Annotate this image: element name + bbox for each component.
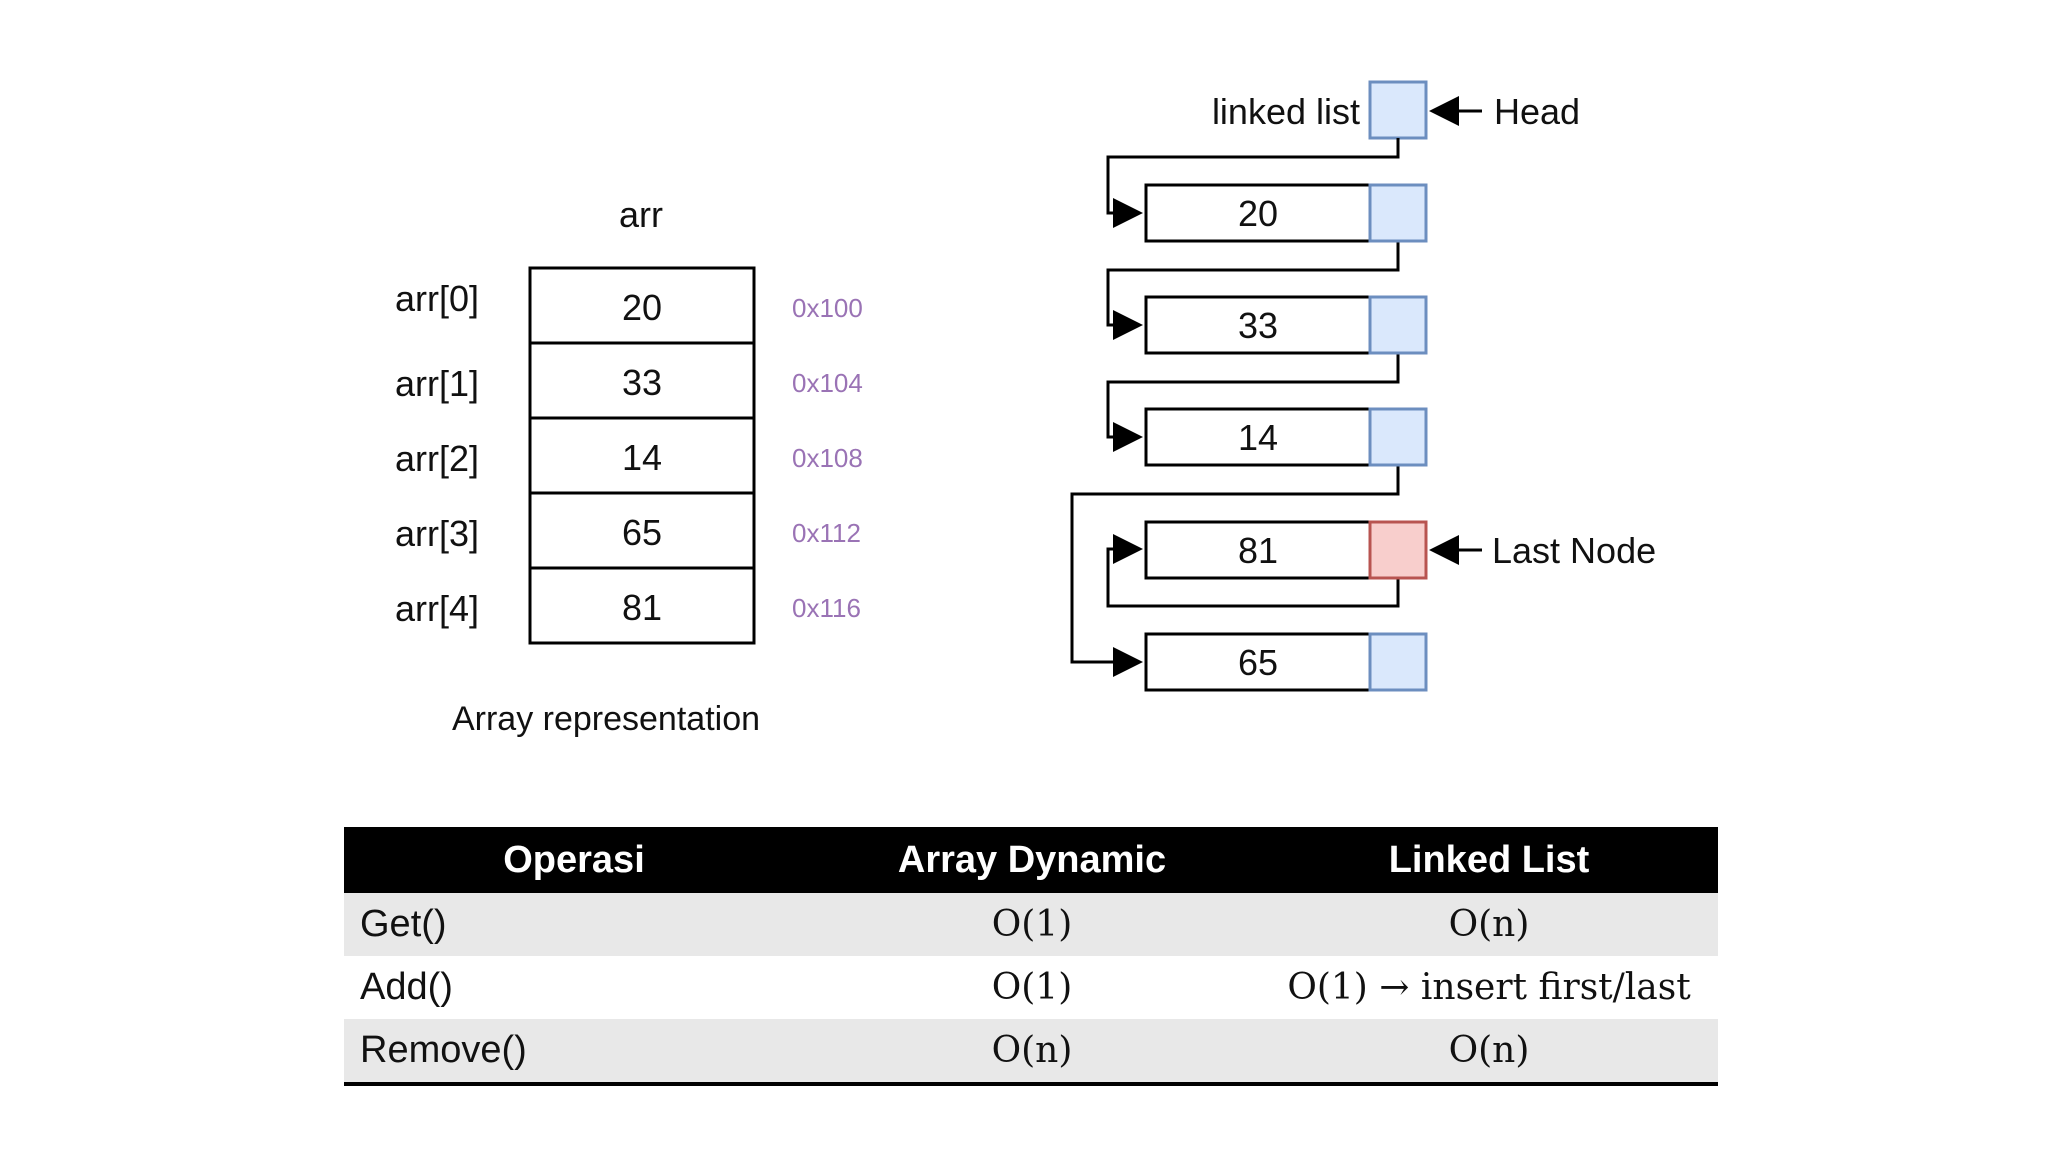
node-value: 20	[1238, 193, 1278, 234]
linked-node-2: 14	[1144, 407, 1428, 467]
node-value: 14	[1238, 417, 1278, 458]
cell-operation: Add()	[344, 956, 804, 1019]
table-row: Remove() O(n) O(n)	[344, 1019, 1718, 1086]
linked-node-0: 20	[1144, 183, 1428, 243]
linked-node-3: 81	[1144, 520, 1428, 580]
table-row: Get() O(1) O(n)	[344, 893, 1718, 956]
array-cell-value: 14	[622, 437, 662, 478]
array-address: 0x100	[792, 293, 863, 323]
cell-operation: Get()	[344, 893, 804, 956]
array-title: arr	[619, 194, 663, 235]
head-label: Head	[1494, 91, 1580, 132]
array-diagram: arr 20 arr[0] 0x100 33 arr[1] 0x104 14 a…	[395, 194, 863, 738]
array-cell-4: 81 arr[4] 0x116	[395, 566, 861, 645]
node-value: 81	[1238, 530, 1278, 571]
array-cell-value: 81	[622, 587, 662, 628]
header-linked-list: Linked List	[1260, 827, 1718, 893]
array-cell-value: 33	[622, 362, 662, 403]
array-address: 0x112	[792, 518, 861, 548]
header-operasi: Operasi	[344, 827, 804, 893]
cell-operation: Remove()	[344, 1019, 804, 1086]
array-cell-3: 65 arr[3] 0x112	[395, 491, 861, 570]
array-cell-0: 20 arr[0] 0x100	[395, 266, 863, 345]
linked-list-title: linked list	[1212, 91, 1360, 132]
last-pointer-box	[1368, 520, 1428, 580]
cell-array-complexity: O(1)	[804, 893, 1260, 956]
header-array-dynamic: Array Dynamic	[804, 827, 1260, 893]
node-value: 33	[1238, 305, 1278, 346]
cell-linked-complexity: O(n)	[1260, 1019, 1718, 1086]
array-cell-value: 20	[622, 287, 662, 328]
table-header-row: Operasi Array Dynamic Linked List	[344, 827, 1718, 893]
node-value: 65	[1238, 642, 1278, 683]
next-pointer-box	[1368, 183, 1428, 243]
array-address: 0x104	[792, 368, 863, 398]
array-cell-1: 33 arr[1] 0x104	[395, 341, 863, 420]
last-node-label: Last Node	[1492, 530, 1656, 571]
diagram-canvas: arr 20 arr[0] 0x100 33 arr[1] 0x104 14 a…	[395, 80, 1656, 738]
array-cell-value: 65	[622, 512, 662, 553]
head-pointer-box	[1368, 80, 1428, 140]
node-connectors	[1070, 138, 1400, 677]
cell-array-complexity: O(n)	[804, 1019, 1260, 1086]
cell-linked-complexity: O(n)	[1260, 893, 1718, 956]
next-pointer-box	[1368, 295, 1428, 355]
cell-array-complexity: O(1)	[804, 956, 1260, 1019]
linked-node-4: 65	[1144, 632, 1428, 692]
array-index-label: arr[0]	[395, 278, 479, 319]
array-caption: Array representation	[452, 700, 760, 738]
array-index-label: arr[2]	[395, 438, 479, 479]
next-pointer-box	[1368, 632, 1428, 692]
array-index-label: arr[1]	[395, 363, 479, 404]
next-pointer-box	[1368, 407, 1428, 467]
array-index-label: arr[3]	[395, 513, 479, 554]
linked-node-1: 33	[1144, 295, 1428, 355]
array-address: 0x116	[792, 593, 861, 623]
table-row: Add() O(1) O(1) → insert first/last	[344, 956, 1718, 1019]
linked-list-diagram: linked list Head 20 33	[1070, 80, 1656, 692]
array-address: 0x108	[792, 443, 863, 473]
cell-linked-complexity: O(1) → insert first/last	[1260, 956, 1718, 1019]
array-index-label: arr[4]	[395, 588, 479, 629]
complexity-table: Operasi Array Dynamic Linked List Get() …	[344, 827, 1718, 1086]
array-cell-2: 14 arr[2] 0x108	[395, 416, 863, 495]
